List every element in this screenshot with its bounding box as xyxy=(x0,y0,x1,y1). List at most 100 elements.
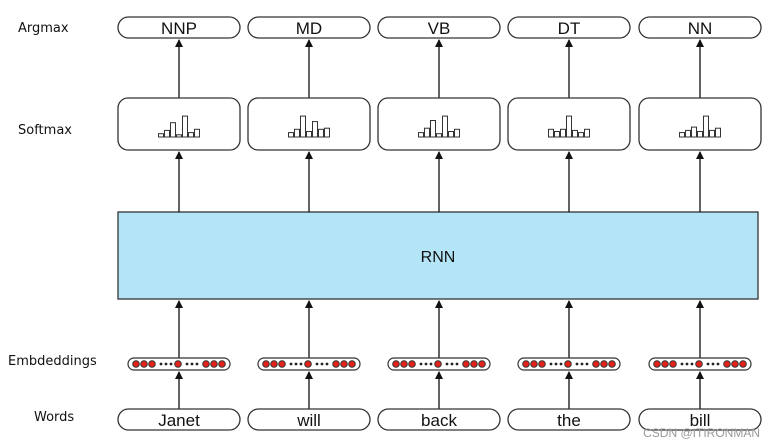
words-row-label: Words xyxy=(34,410,74,425)
embedding-dot xyxy=(434,360,442,368)
embedding-ellipsis-dot xyxy=(185,362,189,366)
softmax-bar xyxy=(306,131,312,138)
rnn-block xyxy=(117,211,759,300)
softmax-bar xyxy=(691,126,697,138)
embedding-ellipsis-dot xyxy=(325,362,329,366)
embedding-dot xyxy=(538,360,546,368)
embedding-dot xyxy=(739,360,747,368)
embedding-ellipsis-dot xyxy=(585,362,589,366)
softmax-bar xyxy=(318,128,324,138)
softmax-bar xyxy=(685,129,691,138)
softmax-bar xyxy=(709,129,715,138)
embedding-ellipsis-dot xyxy=(429,362,433,366)
argmax-tag-label: DT xyxy=(558,19,581,38)
softmax-bar xyxy=(324,127,330,138)
softmax-bar xyxy=(715,127,721,138)
word-label: bill xyxy=(690,411,711,430)
word-label: back xyxy=(421,411,457,430)
embedding-dot xyxy=(723,360,731,368)
embedding-ellipsis-dot xyxy=(685,362,689,366)
argmax-tag-label: VB xyxy=(428,19,451,38)
embedding-dot xyxy=(140,360,148,368)
embedding-ellipsis-dot xyxy=(159,362,163,366)
softmax-bar xyxy=(288,132,294,138)
softmax-bar xyxy=(194,128,200,138)
embedding-dot xyxy=(600,360,608,368)
token-column: VB back xyxy=(377,16,501,431)
embedding-ellipsis-dot xyxy=(299,362,303,366)
embedding-ellipsis-dot xyxy=(169,362,173,366)
token-column: MD will xyxy=(247,16,371,431)
embedding-ellipsis-dot xyxy=(706,362,710,366)
embedding-dot xyxy=(408,360,416,368)
softmax-box xyxy=(638,97,762,151)
softmax-bar xyxy=(703,115,709,138)
word-pill xyxy=(638,408,762,431)
embedding-ellipsis-dot xyxy=(164,362,168,366)
embedding-dot xyxy=(653,360,661,368)
embedding-ellipsis-dot xyxy=(455,362,459,366)
embeddings-row-label: Embdeddings xyxy=(8,354,97,369)
embedding-ellipsis-dot xyxy=(580,362,584,366)
embedding-dot xyxy=(478,360,486,368)
embedding-ellipsis-dot xyxy=(711,362,715,366)
embedding-dot xyxy=(210,360,218,368)
embedding-ellipsis-dot xyxy=(554,362,558,366)
softmax-box xyxy=(377,97,501,151)
embedding-dot xyxy=(148,360,156,368)
embedding-ellipsis-dot xyxy=(315,362,319,366)
softmax-bar xyxy=(158,133,164,138)
softmax-bar xyxy=(176,134,182,138)
softmax-bar xyxy=(170,122,176,138)
embedding-dot xyxy=(470,360,478,368)
softmax-bar xyxy=(679,132,685,138)
word-pill xyxy=(117,408,241,431)
softmax-bar xyxy=(572,129,578,138)
softmax-bar xyxy=(164,129,170,138)
embedding-ellipsis-dot xyxy=(419,362,423,366)
argmax-tag-label: MD xyxy=(296,19,322,38)
embedding-dot xyxy=(522,360,530,368)
embedding-dot xyxy=(530,360,538,368)
embedding-dot xyxy=(608,360,616,368)
softmax-bar xyxy=(436,133,442,138)
embedding-dot xyxy=(669,360,677,368)
word-label: will xyxy=(296,411,321,430)
word-label: the xyxy=(557,411,581,430)
softmax-box xyxy=(117,97,241,151)
embedding-dot xyxy=(400,360,408,368)
embedding-ellipsis-dot xyxy=(289,362,293,366)
argmax-tag-label: NN xyxy=(688,19,713,38)
embedding-ellipsis-dot xyxy=(549,362,553,366)
embedding-ellipsis-dot xyxy=(190,362,194,366)
softmax-bar xyxy=(418,132,424,138)
argmax-pill xyxy=(507,16,631,39)
argmax-pill xyxy=(377,16,501,39)
argmax-pill xyxy=(117,16,241,39)
embedding-dot xyxy=(132,360,140,368)
embedding-dot xyxy=(564,360,572,368)
softmax-box xyxy=(247,97,371,151)
embedding-dot xyxy=(731,360,739,368)
argmax-pill xyxy=(638,16,762,39)
word-pill xyxy=(247,408,371,431)
embedding-ellipsis-dot xyxy=(320,362,324,366)
softmax-bar xyxy=(548,128,554,138)
embedding-ellipsis-dot xyxy=(559,362,563,366)
softmax-bar xyxy=(697,131,703,138)
embedding-dot xyxy=(278,360,286,368)
embedding-ellipsis-dot xyxy=(716,362,720,366)
embedding-dot xyxy=(661,360,669,368)
embedding-ellipsis-dot xyxy=(195,362,199,366)
embedding-dot xyxy=(218,360,226,368)
embedding-dot xyxy=(392,360,400,368)
word-label: Janet xyxy=(158,411,200,430)
softmax-bar xyxy=(430,120,436,138)
softmax-bar xyxy=(312,121,318,138)
rnn-label: RNN xyxy=(421,249,456,266)
embedding-ellipsis-dot xyxy=(445,362,449,366)
softmax-bar xyxy=(448,131,454,138)
softmax-bar xyxy=(584,128,590,138)
